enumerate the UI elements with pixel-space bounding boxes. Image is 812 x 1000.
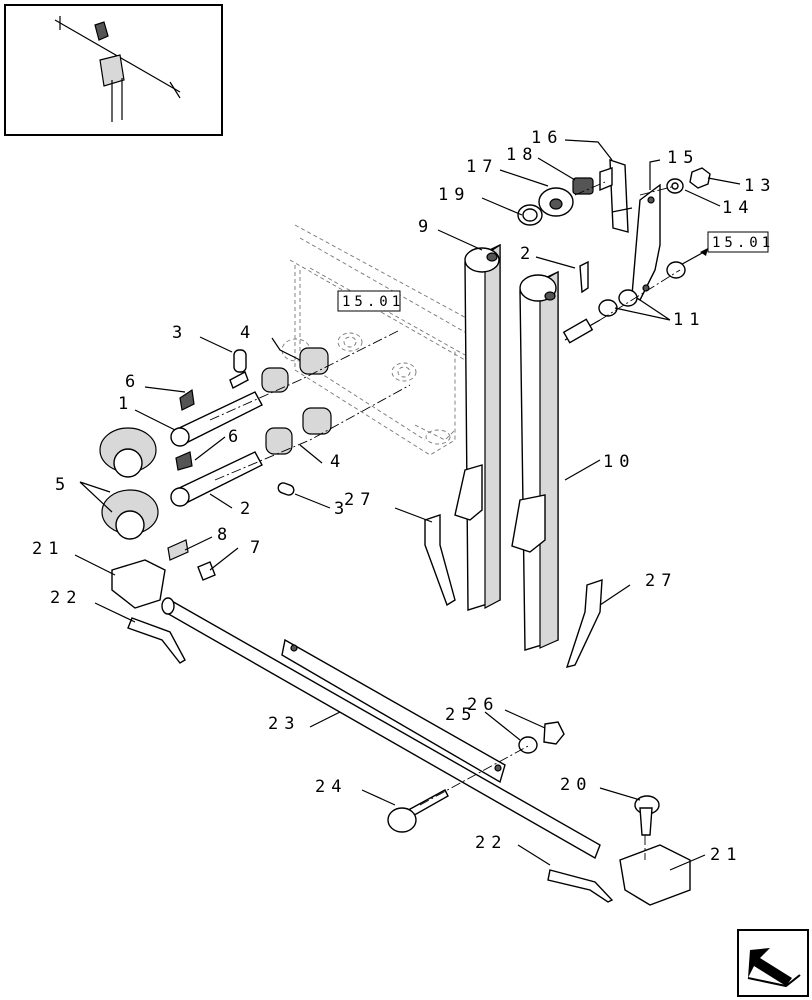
callout-7[interactable]: 7 xyxy=(250,538,266,558)
arrow-navigation-icon[interactable] xyxy=(737,929,809,997)
callout-5[interactable]: 5 xyxy=(55,475,71,495)
shaft-1 xyxy=(170,349,263,447)
bushings xyxy=(261,347,332,455)
callout-15[interactable]: 15 xyxy=(667,148,699,168)
reference-box-right[interactable]: 15.01 xyxy=(674,231,774,269)
arm-10 xyxy=(511,270,601,651)
reference-right-label: 15.01 xyxy=(712,235,774,251)
callout-14[interactable]: 14 xyxy=(722,198,754,218)
callout-18[interactable]: 18 xyxy=(506,145,538,165)
reference-box-left[interactable]: 15.01 xyxy=(337,290,404,312)
callout-27-upper[interactable]: 27 xyxy=(344,490,376,510)
callout-26[interactable]: 26 xyxy=(467,695,499,715)
fasteners-lower xyxy=(387,721,660,836)
callout-20[interactable]: 20 xyxy=(560,775,592,795)
callout-13[interactable]: 13 xyxy=(744,176,776,196)
callout-4-lower[interactable]: 4 xyxy=(330,452,346,472)
callout-17[interactable]: 17 xyxy=(466,157,498,177)
callout-23[interactable]: 23 xyxy=(268,714,300,734)
callout-1[interactable]: 1 xyxy=(118,394,134,414)
hardware-upper-right xyxy=(517,159,711,317)
callout-21-right[interactable]: 21 xyxy=(710,845,742,865)
callout-11[interactable]: 11 xyxy=(673,310,705,330)
frame-outline xyxy=(281,224,471,456)
alignment-lines xyxy=(209,181,681,860)
callout-6-upper[interactable]: 6 xyxy=(125,372,141,392)
reference-left-label: 15.01 xyxy=(342,294,404,310)
gears xyxy=(99,388,216,581)
callout-19[interactable]: 19 xyxy=(438,185,470,205)
callout-22-left[interactable]: 22 xyxy=(50,588,82,608)
overview-thumbnail[interactable] xyxy=(4,4,223,136)
callout-2-lower[interactable]: 2 xyxy=(240,499,256,519)
brackets-21-22 xyxy=(111,559,691,906)
callout-2-upper[interactable]: 2 xyxy=(520,244,536,264)
callout-10[interactable]: 10 xyxy=(603,452,635,472)
callout-24[interactable]: 24 xyxy=(315,777,347,797)
arm-9 xyxy=(454,243,501,611)
callout-3-lower[interactable]: 3 xyxy=(334,499,350,519)
thumbnail-assembly-icon xyxy=(54,16,181,122)
callout-3-upper[interactable]: 3 xyxy=(172,323,188,343)
callout-27-lower[interactable]: 27 xyxy=(645,571,677,591)
callout-8[interactable]: 8 xyxy=(217,525,233,545)
callout-25[interactable]: 25 xyxy=(445,705,477,725)
tube-23 xyxy=(161,597,601,860)
callout-4-upper[interactable]: 4 xyxy=(240,323,256,343)
callout-9[interactable]: 9 xyxy=(418,217,434,237)
callout-16[interactable]: 16 xyxy=(531,128,563,148)
callout-21-left[interactable]: 21 xyxy=(32,539,64,559)
leader-lines xyxy=(74,139,741,871)
callout-6-lower[interactable]: 6 xyxy=(228,427,244,447)
callout-22-right[interactable]: 22 xyxy=(475,833,507,853)
clips-27 xyxy=(424,514,603,668)
